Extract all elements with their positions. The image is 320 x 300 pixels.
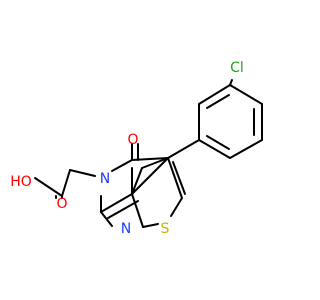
bond <box>229 139 263 159</box>
bond <box>172 161 186 195</box>
atom-label-layer: Cl O N N S O HO <box>10 60 244 237</box>
molecule-structure: Cl O N N S O HO <box>10 60 263 237</box>
bond <box>170 197 183 217</box>
bond <box>69 169 96 177</box>
acid-carbonyl-oxygen-atom-label: O <box>56 196 67 212</box>
bond <box>206 135 230 150</box>
n1-atom-label: N <box>121 221 131 237</box>
bond <box>141 157 169 169</box>
bond-layer <box>34 79 263 228</box>
carbonyl-oxygen-atom-label: O <box>127 132 138 148</box>
bond <box>34 177 63 197</box>
bond <box>131 157 169 195</box>
bond <box>100 211 113 227</box>
bond <box>206 94 230 109</box>
bond <box>107 200 139 219</box>
hydroxyl-label: HO <box>10 174 32 190</box>
bond <box>61 169 71 197</box>
bond <box>131 167 143 195</box>
bond <box>198 139 231 159</box>
bond <box>111 159 133 172</box>
bond <box>142 223 159 228</box>
bond <box>229 84 263 105</box>
n3-atom-label: N <box>100 171 110 187</box>
bond <box>229 79 233 86</box>
bond <box>198 84 231 105</box>
bond <box>167 157 183 199</box>
bond <box>131 157 169 161</box>
chlorine-atom-label: Cl <box>230 60 244 76</box>
bond <box>131 193 144 228</box>
bond <box>167 139 200 159</box>
sulfur-atom-label: S <box>161 221 170 237</box>
bond <box>100 193 133 213</box>
